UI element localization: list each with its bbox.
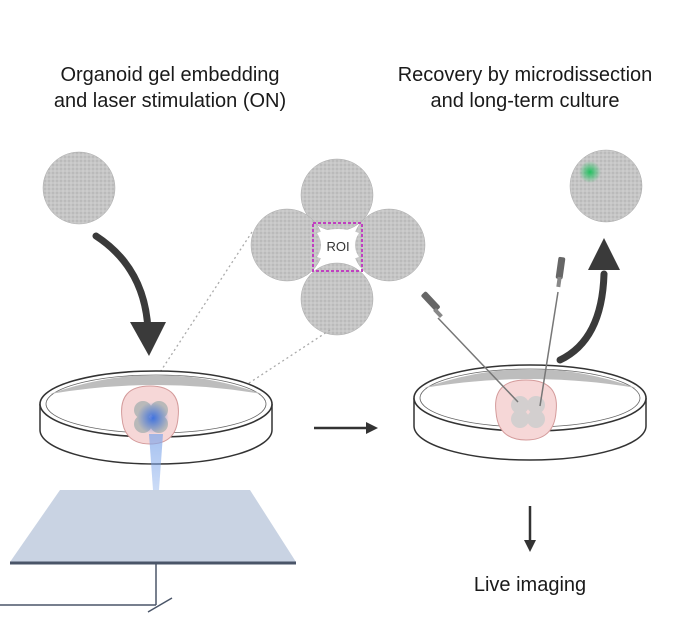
live-imaging-label: Live imaging: [473, 574, 587, 596]
roi-label: ROI: [326, 239, 349, 254]
microdissection-needle-right: [539, 256, 566, 407]
microdissection-needle-left: [421, 291, 519, 403]
microscope-stage: [0, 490, 296, 613]
roi-organoid-cluster: [250, 158, 426, 336]
left-panel-title: Organoid gel embedding and laser stimula…: [10, 62, 330, 114]
zoom-lines: [146, 231, 331, 426]
left-title-line2: and laser stimulation (ON): [53, 90, 287, 112]
roi-box: [312, 222, 363, 272]
right-title-line1: Recovery by microdissection: [397, 64, 653, 86]
transition-arrow: [314, 422, 378, 434]
recovery-arrow: [556, 238, 620, 364]
embed-arrow: [92, 232, 166, 356]
gfp-signal: [579, 161, 601, 183]
laser-spot-glow: [137, 402, 169, 434]
live-imaging-arrow: [524, 506, 536, 552]
right-panel-title: Recovery by microdissection and long-ter…: [365, 62, 685, 114]
laser-beam: [149, 434, 163, 518]
left-gel-droplet: [121, 385, 179, 445]
recovered-organoid: [569, 149, 643, 223]
left-organoid: [42, 151, 116, 225]
right-title-line2: and long-term culture: [430, 90, 620, 112]
left-title-line1: Organoid gel embedding: [60, 64, 280, 86]
